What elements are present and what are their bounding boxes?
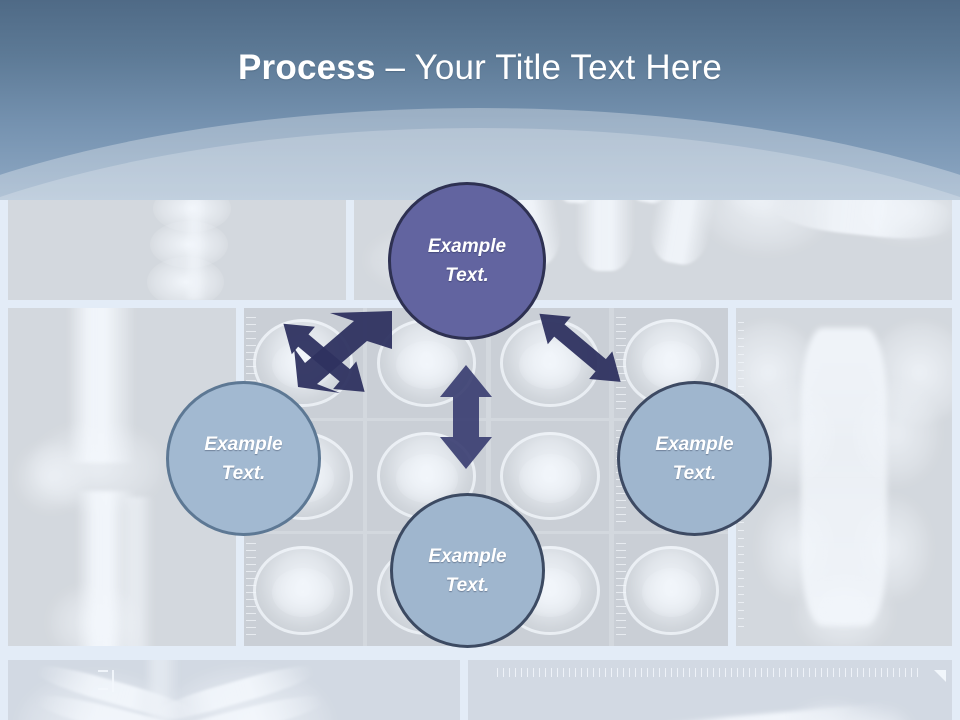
page-title: Process – Your Title Text Here [0,46,960,90]
header-gradient [0,0,960,200]
process-node-right-line2: Text. [672,462,717,484]
process-node-bottom[interactable]: Example Text. [390,493,545,648]
xray-panel-lumbar-pelvis [736,308,952,646]
process-node-left[interactable]: Example Text. [166,381,321,536]
page-title-separator: – [385,48,415,87]
process-node-right-line1: Example [655,433,734,455]
process-node-bottom-line2: Text. [445,574,490,596]
page-title-light: Your Title Text Here [414,48,722,87]
process-node-top-line2: Text. [445,265,489,286]
process-node-top[interactable]: Example Text. [388,182,546,340]
process-node-bottom-line1: Example [428,545,507,567]
slide-header [0,0,960,200]
xray-panel-forearm [468,660,952,720]
process-node-left-line2: Text. [221,462,266,484]
process-node-left-line1: Example [204,433,283,455]
page-title-strong: Process [238,48,386,87]
xray-panel-chest [8,660,460,720]
process-node-top-line1: Example [427,236,507,257]
process-node-right[interactable]: Example Text. [617,381,772,536]
